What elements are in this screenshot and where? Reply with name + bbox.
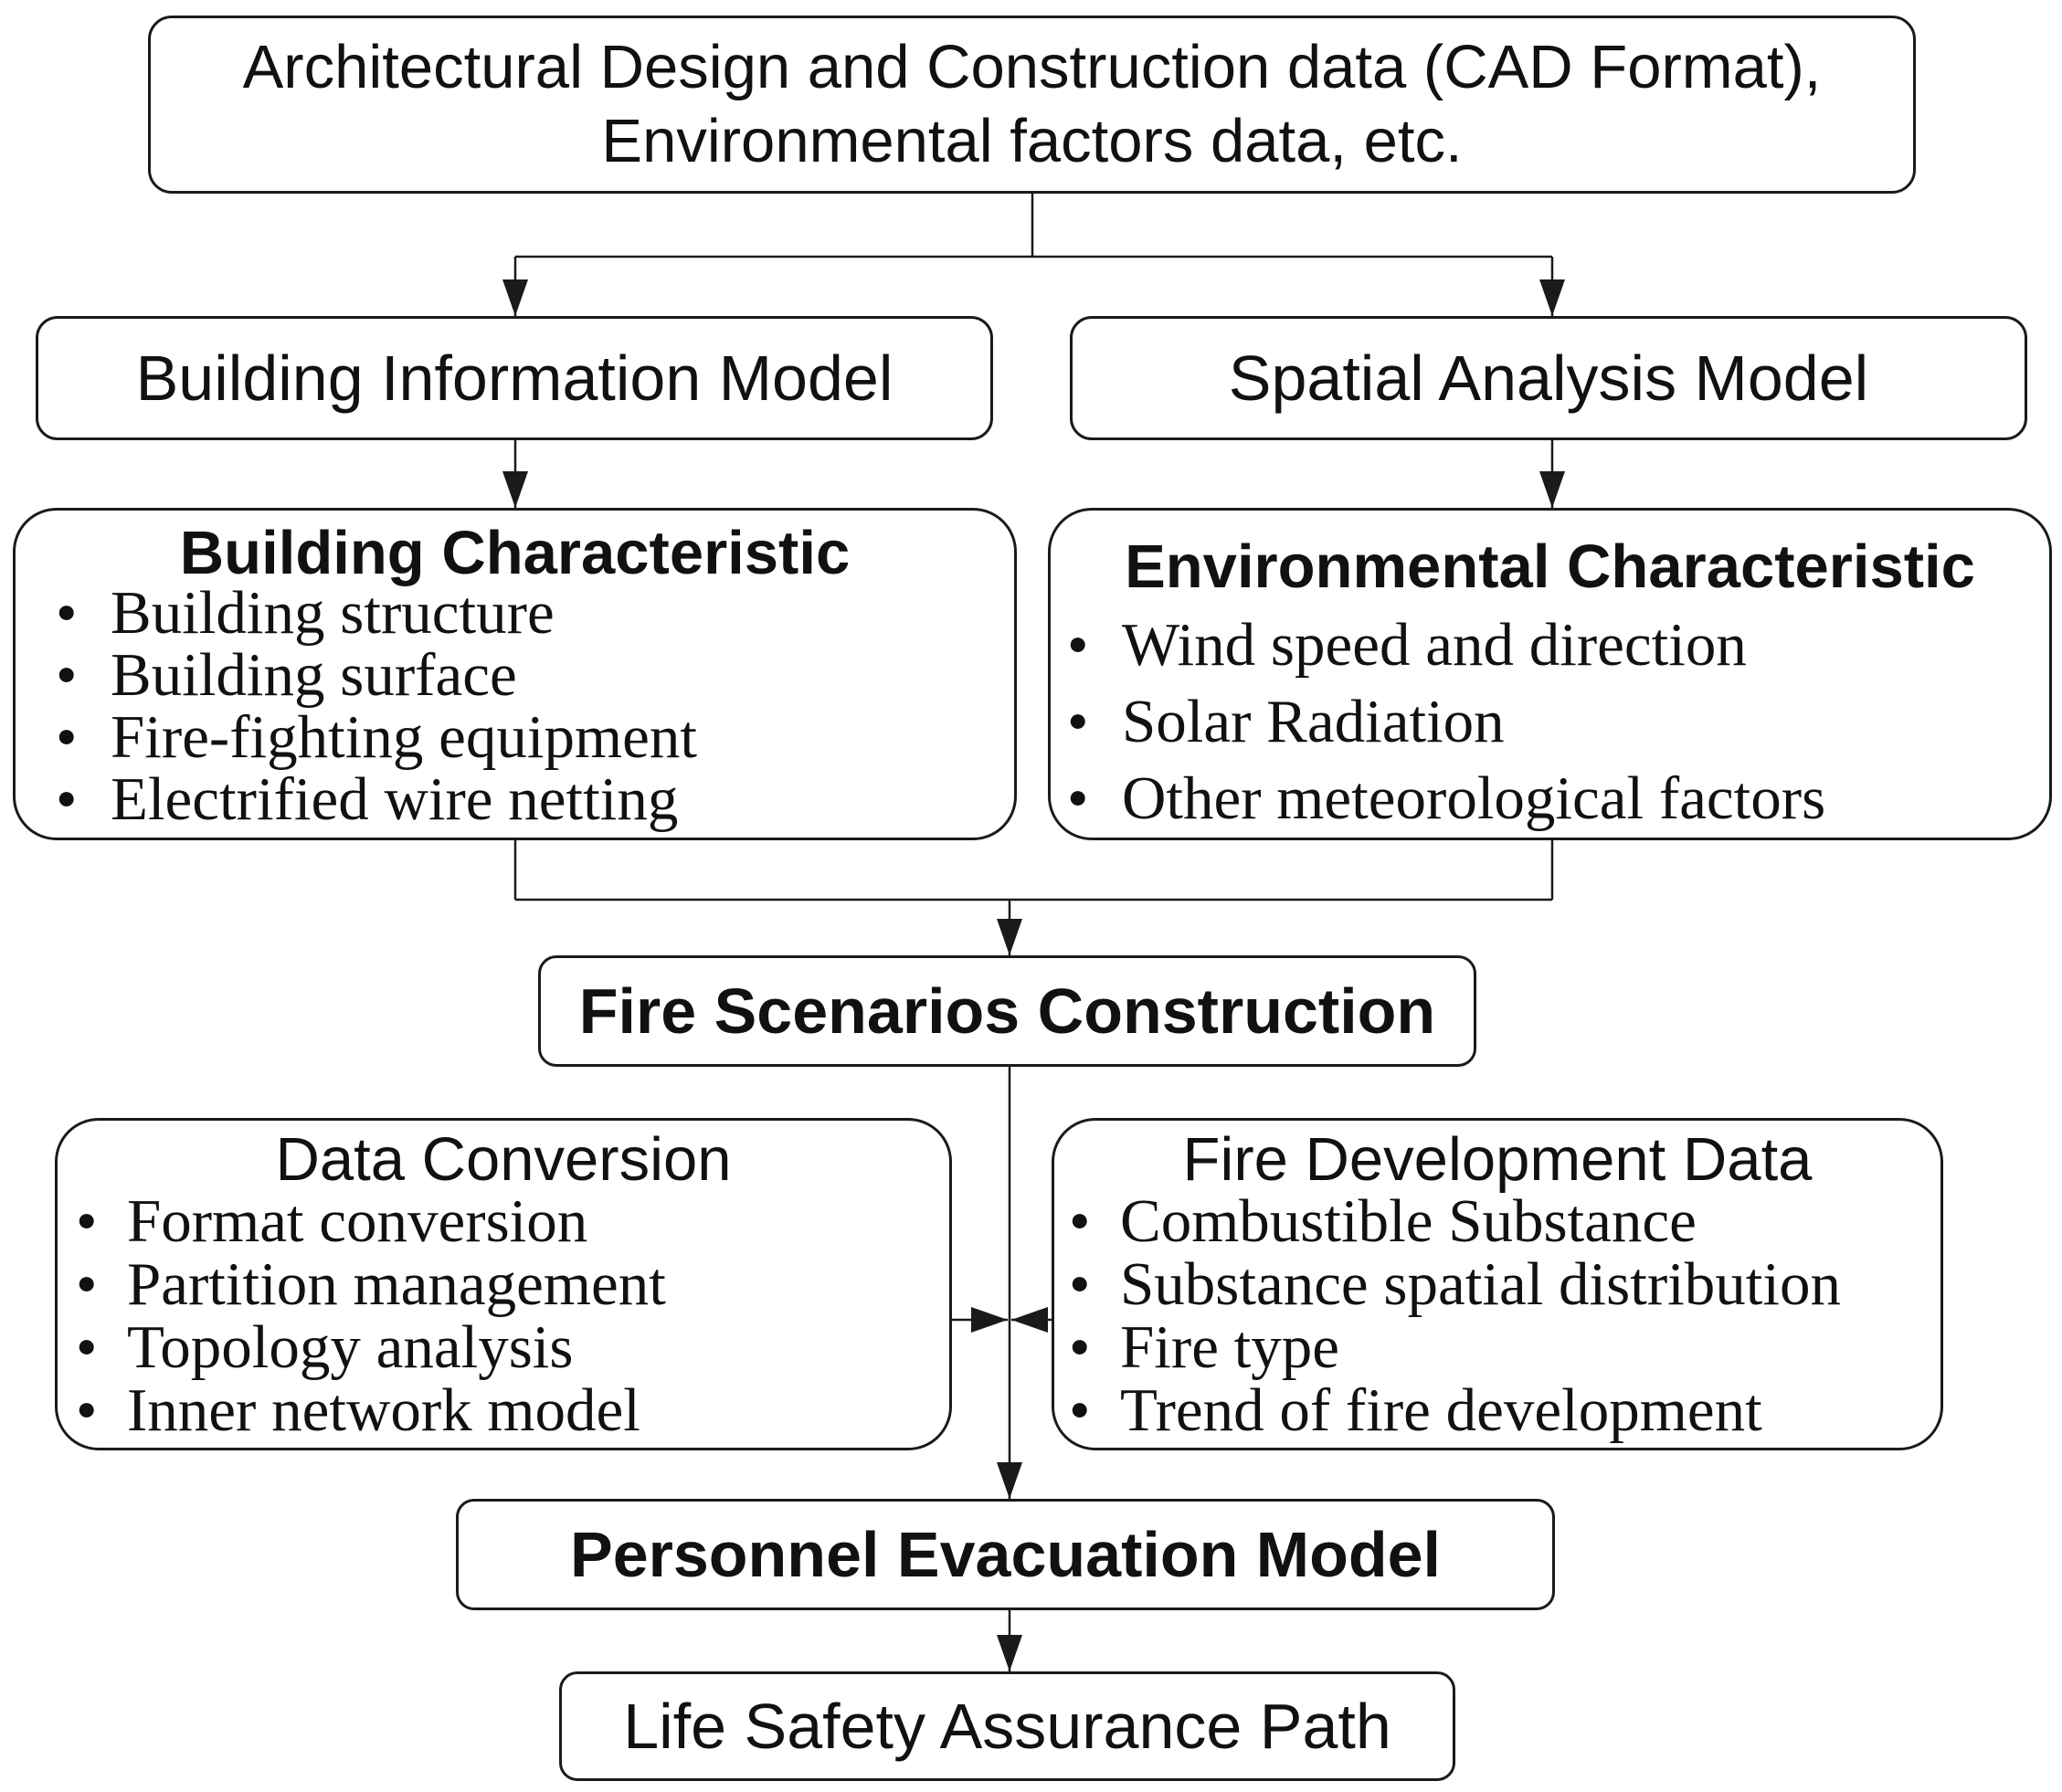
source-data-box: Architectural Design and Construction da… (148, 16, 1916, 194)
data-conversion-title: Data Conversion (275, 1125, 732, 1194)
bullet-icon: • (76, 1376, 98, 1444)
fire-development-data-title: Fire Development Data (1182, 1125, 1813, 1194)
bullet-icon: • (56, 579, 78, 647)
data-conversion-item: • Partition management (58, 1253, 949, 1316)
bullet-icon: • (1069, 1313, 1091, 1381)
data-conversion-item-label: Inner network model (127, 1376, 640, 1444)
environmental-characteristic-box: Environmental Characteristic • Wind speed… (1048, 508, 2052, 840)
fire-development-item-label: Trend of fire development (1120, 1376, 1762, 1444)
bullet-icon: • (1069, 1250, 1091, 1318)
fire-development-item: • Substance spatial distribution (1054, 1253, 1940, 1316)
building-item-label: Electrified wire netting (111, 765, 679, 833)
spatial-analysis-model-box: Spatial Analysis Model (1070, 316, 2027, 440)
fire-development-item: • Fire type (1054, 1316, 1940, 1379)
building-item: • Fire-fighting equipment (16, 706, 1014, 768)
bullet-icon: • (1069, 1376, 1091, 1444)
fire-development-data-box: Fire Development Data • Combustible Subst… (1052, 1118, 1943, 1450)
building-item: • Building surface (16, 644, 1014, 706)
fire-development-item: • Combustible Substance (1054, 1190, 1940, 1253)
bullet-icon: • (76, 1313, 98, 1381)
life-safety-assurance-path-box: Life Safety Assurance Path (559, 1671, 1455, 1781)
fire-development-item: • Trend of fire development (1054, 1379, 1940, 1442)
source-line-1: Architectural Design and Construction da… (242, 33, 1822, 102)
personnel-evacuation-model-label: Personnel Evacuation Model (570, 1519, 1441, 1590)
fire-development-item-label: Combustible Substance (1120, 1187, 1697, 1255)
environment-item-label: Wind speed and direction (1122, 611, 1747, 679)
data-conversion-item-label: Partition management (127, 1250, 666, 1318)
environment-item: • Wind speed and direction (1051, 606, 2049, 683)
data-conversion-item: • Topology analysis (58, 1316, 949, 1379)
building-item-label: Fire-fighting equipment (111, 703, 697, 771)
bullet-icon: • (76, 1250, 98, 1318)
bullet-icon: • (1067, 688, 1089, 755)
building-item-label: Building surface (111, 641, 517, 709)
fire-development-data-list: • Combustible Substance • Substance spatia… (1054, 1190, 1940, 1442)
building-item: • Electrified wire netting (16, 768, 1014, 830)
data-conversion-box: Data Conversion • Format conversion • Part… (55, 1118, 952, 1450)
building-characteristic-box: Building Characteristic • Building struct… (13, 508, 1017, 840)
data-conversion-item: • Format conversion (58, 1190, 949, 1253)
bullet-icon: • (76, 1187, 98, 1255)
environmental-characteristic-list: • Wind speed and direction • Solar Radiati… (1051, 606, 2049, 837)
building-item-label: Building structure (111, 579, 555, 647)
bullet-icon: • (56, 765, 78, 833)
source-line-2: Environmental factors data, etc. (601, 106, 1463, 175)
data-conversion-item-label: Topology analysis (127, 1313, 574, 1381)
bullet-icon: • (1067, 764, 1089, 832)
spatial-analysis-model-label: Spatial Analysis Model (1228, 343, 1869, 414)
fire-development-item-label: Fire type (1120, 1313, 1340, 1381)
data-conversion-item: • Inner network model (58, 1379, 949, 1442)
building-characteristic-title: Building Characteristic (179, 519, 851, 587)
fire-scenarios-construction-box: Fire Scenarios Construction (538, 955, 1476, 1067)
building-characteristic-list: • Building structure • Building surface • F… (16, 582, 1014, 830)
bullet-icon: • (56, 703, 78, 771)
environment-item-label: Solar Radiation (1122, 688, 1505, 755)
environmental-characteristic-title: Environmental Characteristic (1125, 532, 1975, 601)
environment-item: • Solar Radiation (1051, 683, 2049, 760)
bullet-icon: • (56, 641, 78, 709)
data-conversion-list: • Format conversion • Partition management… (58, 1190, 949, 1442)
environment-item: • Other meteorological factors (1051, 760, 2049, 837)
building-information-model-label: Building Information Model (135, 343, 894, 414)
life-safety-assurance-path-label: Life Safety Assurance Path (623, 1691, 1391, 1762)
fire-scenarios-construction-label: Fire Scenarios Construction (578, 975, 1436, 1047)
bullet-icon: • (1069, 1187, 1091, 1255)
building-item: • Building structure (16, 582, 1014, 644)
fire-development-item-label: Substance spatial distribution (1120, 1250, 1842, 1318)
data-conversion-item-label: Format conversion (127, 1187, 588, 1255)
building-information-model-box: Building Information Model (36, 316, 993, 440)
environment-item-label: Other meteorological factors (1122, 764, 1826, 832)
bullet-icon: • (1067, 611, 1089, 679)
personnel-evacuation-model-box: Personnel Evacuation Model (456, 1499, 1555, 1610)
